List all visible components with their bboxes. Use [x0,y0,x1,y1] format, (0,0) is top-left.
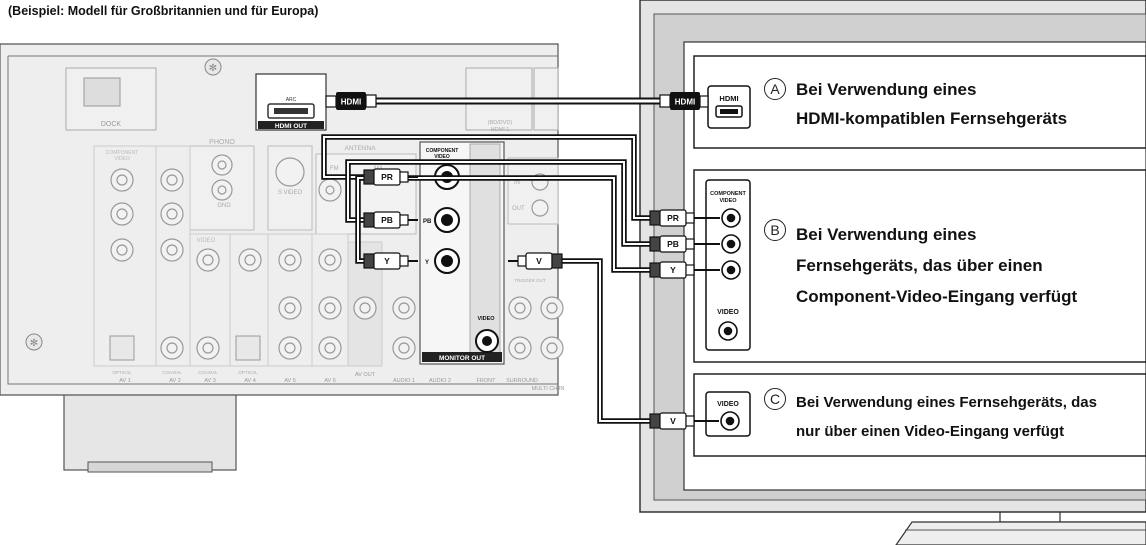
svg-text:VIDEO: VIDEO [197,238,216,244]
rcv-video-label: VIDEO [477,316,495,322]
option-b-line3: Component-Video-Eingang verfügt [796,287,1078,306]
y-plug-label-rcv: Y [384,256,390,266]
audio1-label: AUDIO 1 [393,378,415,384]
av-label-5: AV 5 [284,378,296,384]
caption: (Beispiel: Modell für Großbritannien und… [8,4,319,18]
pr-plug-label-rcv: PR [381,172,393,182]
remote-in-label: IN [514,180,520,186]
svg-text:VIDEO: VIDEO [434,154,450,160]
option-b-text: Bei Verwendung eines Fernsehgeräts, das … [796,219,1077,312]
av-label-6: AV 6 [324,378,336,384]
phono-label: PHONO [209,139,235,146]
option-a-line1: Bei Verwendung eines [796,80,977,99]
dock-label: DOCK [101,121,122,128]
tv-video-label-b: VIDEO [717,309,739,316]
svideo-label: S VIDEO [278,190,303,196]
option-b-line2: Fernsehgeräts, das über einen [796,256,1043,275]
option-c-line2: nur über einen Video-Eingang verfügt [796,423,1065,440]
tv-video-label-c: VIDEO [717,401,739,408]
optical-label-2: OPTICAL [238,370,258,375]
coaxial-label-1: COAXIAL [162,370,182,375]
av-label-3: AV 3 [204,378,216,384]
av-label-1: AV 1 [119,378,131,384]
fm-label: FM [330,166,339,172]
av-label-2: AV 2 [169,378,181,384]
v-plug-label-rcv: V [536,256,542,266]
svg-text:COMPONENT: COMPONENT [106,150,139,156]
arc-label: ARC [286,97,297,103]
antenna-label: ANTENNA [344,145,376,152]
svg-text:VIDEO: VIDEO [114,156,130,162]
svg-text:COMPONENT: COMPONENT [426,148,459,154]
rcv-y-label: Y [425,260,429,266]
hdmi-plug-label-tv: HDMI [675,98,695,107]
optical-label-1: OPTICAL [112,370,132,375]
receiver-rear-panel: ✻ ✻ DOCK ARC HDMI OUT (BD/DVD) HDMI 1 PH… [0,43,565,473]
rcv-pb-label: PB [423,219,432,225]
surround-label: SURROUND [506,378,538,384]
option-c-line1: Bei Verwendung eines Fernsehgeräts, das [796,394,1097,411]
remote-out-label: OUT [512,206,525,212]
bd-dvd-label: (BD/DVD) [488,120,513,126]
svg-text:✻: ✻ [30,338,38,349]
av-label-4: AV 4 [244,378,256,384]
option-b-marker: B [764,219,786,241]
tv-hdmi-port-label: HDMI [719,94,738,103]
pr-plug-label-tv: PR [667,213,679,223]
av-out-label: AV OUT [355,372,376,378]
monitor-out-label: MONITOR OUT [439,355,485,362]
coaxial-label-2: COAXIAL [198,370,218,375]
multich-label: MULTI CH IN [532,386,565,392]
television: HDMI COMPONENT VIDEO VIDEO VIDEO [639,0,1146,545]
option-a-marker: A [764,78,786,100]
svg-text:VIDEO: VIDEO [719,198,737,204]
audio2-label: AUDIO 2 [429,378,451,384]
option-a-text: Bei Verwendung eines HDMI-kompatiblen Fe… [796,78,1067,131]
cable-plugs: HDMI HDMI PR PB [325,92,720,430]
svg-text:COMPONENT: COMPONENT [710,191,746,197]
option-a-line2: HDMI-kompatiblen Fernsehgeräts [796,109,1068,128]
y-plug-label-tv: Y [670,265,676,275]
pb-plug-label-tv: PB [667,239,679,249]
hdmi-out-label: HDMI OUT [275,123,307,130]
front-label: FRONT [477,378,497,384]
hdmi-plug-label-rcv: HDMI [341,98,361,107]
hdmi1-label: HDMI 1 [491,127,510,133]
option-c-text: Bei Verwendung eines Fernsehgeräts, das … [796,388,1097,446]
svg-text:✻: ✻ [209,63,217,74]
pb-plug-label-rcv: PB [381,215,393,225]
option-c-marker: C [764,388,786,410]
v-plug-label-tv: V [670,416,676,426]
trigger-out-label: TRIGGER OUT [514,278,546,283]
gnd-label: GND [217,203,231,209]
option-b-line1: Bei Verwendung eines [796,225,977,244]
